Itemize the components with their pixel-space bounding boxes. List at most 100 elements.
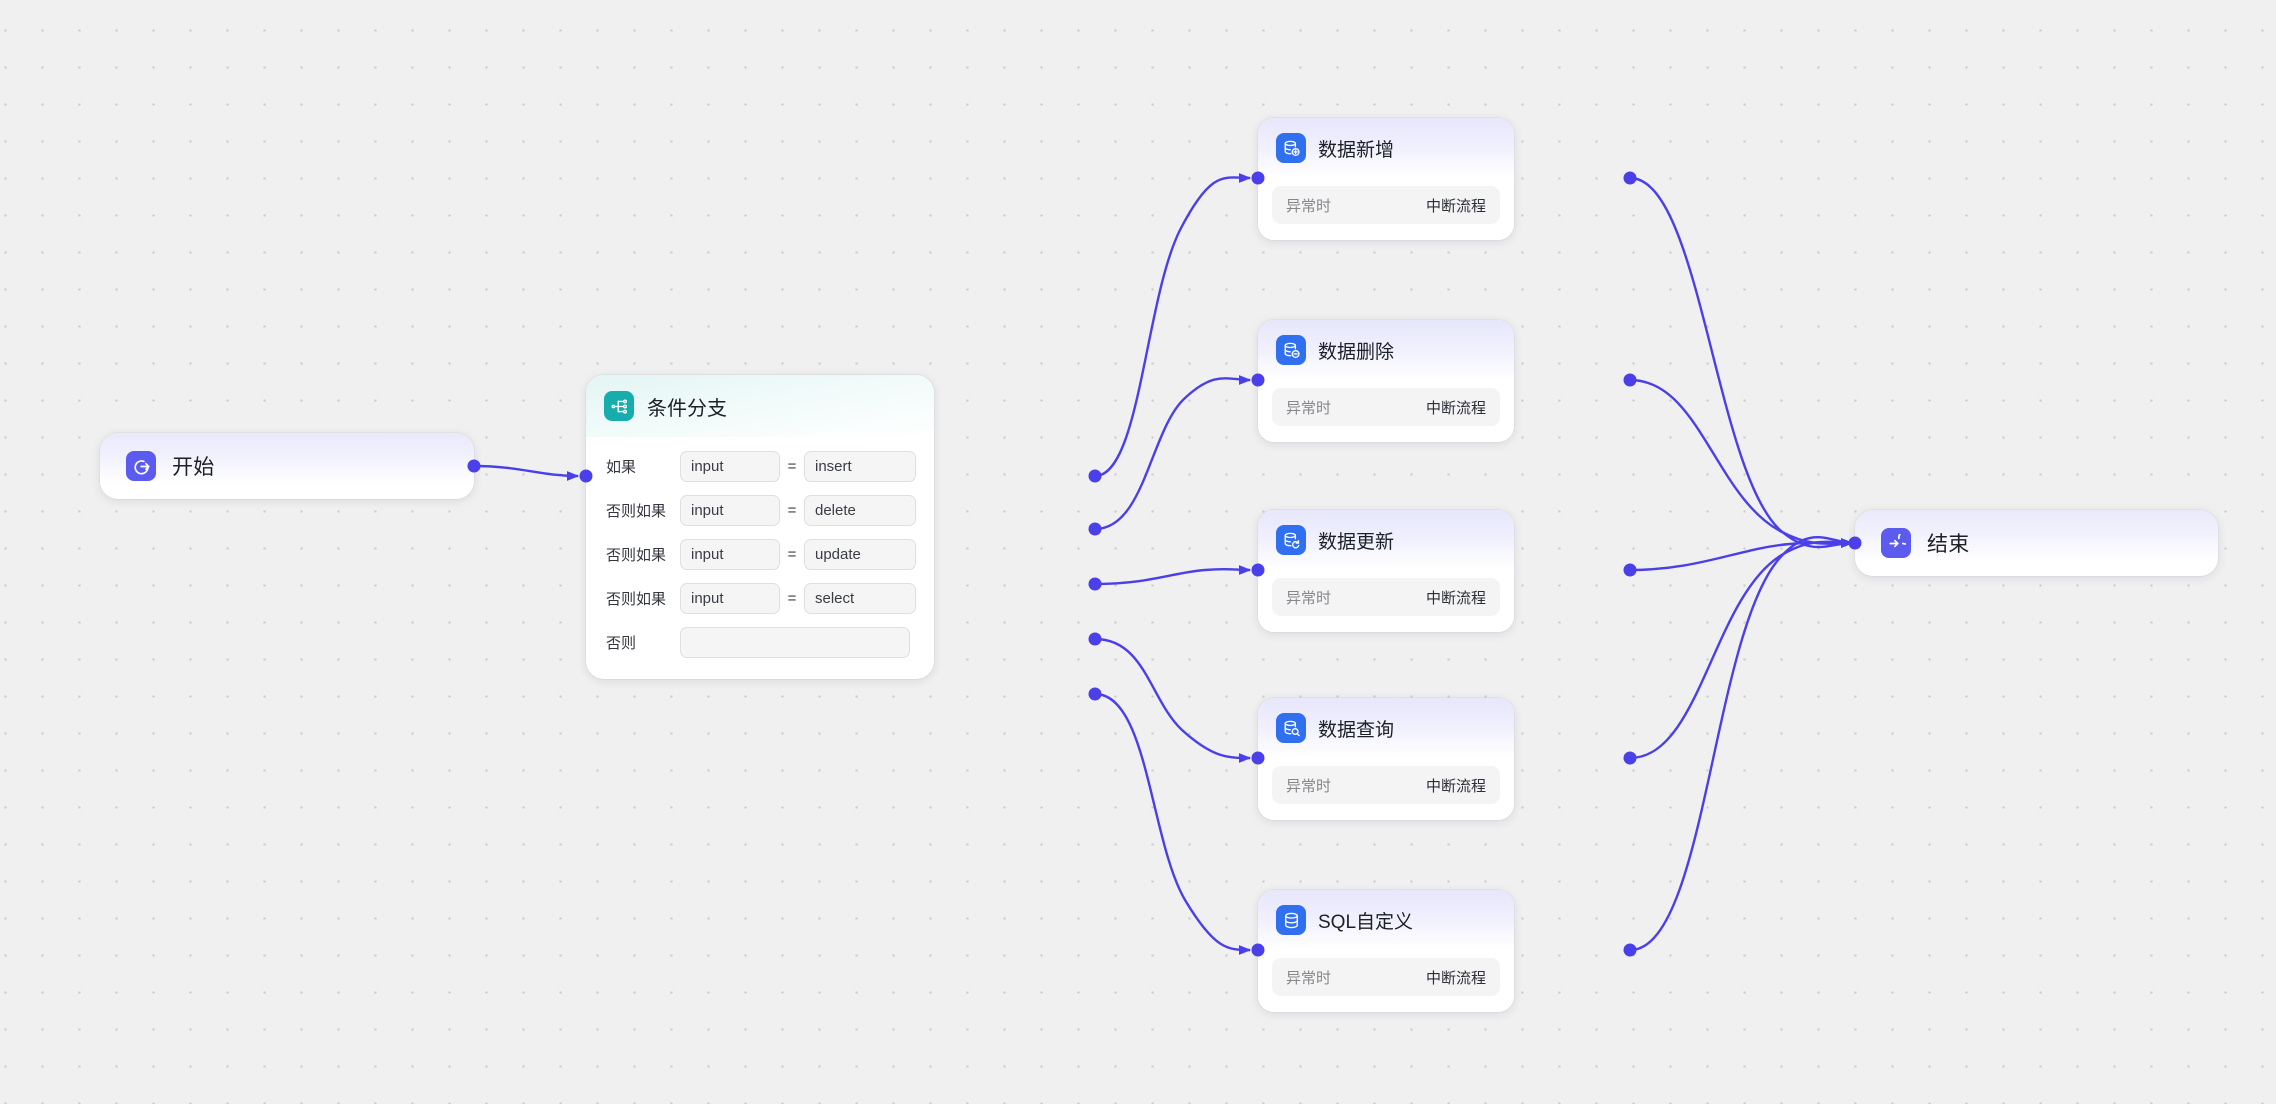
condition-right-input[interactable]: delete [804,494,916,526]
node-title: 数据查询 [1318,719,1395,741]
action-body: 异常时 中断流程 [1258,570,1514,632]
condition-row: 否则 [606,623,914,661]
condition-right-input[interactable]: select [804,582,916,614]
edge-condition-to-select [1094,637,1252,763]
condition-row-label: 如果 [606,458,637,476]
exception-label: 异常时 [1286,197,1332,215]
condition-row: 否则如果 input = select [606,579,916,617]
edge-insert-to-end [1629,176,1854,549]
condition-rows: 如果 input = insert 否则如果 input = delete 否则… [586,437,934,679]
end-flow-icon [1881,528,1911,558]
condition-operator: = [787,501,797,519]
condition-row: 如果 input = insert [606,447,916,485]
condition-left-input[interactable]: input [680,538,780,570]
port-condition-output-1[interactable] [1088,469,1102,483]
condition-row-label: 否则 [606,634,637,652]
condition-row: 否则如果 input = update [606,535,916,573]
port-data-query-input[interactable] [1251,751,1265,765]
exception-label: 异常时 [1286,589,1332,607]
exception-setting-row[interactable]: 异常时 中断流程 [1272,766,1500,804]
edge-start-to-condition [473,464,580,481]
port-sql-custom-input[interactable] [1251,943,1265,957]
action-body: 异常时 中断流程 [1258,950,1514,1012]
exception-setting-row[interactable]: 异常时 中断流程 [1272,388,1500,426]
condition-row: 否则如果 input = delete [606,491,916,529]
exception-setting-row[interactable]: 异常时 中断流程 [1272,186,1500,224]
condition-row-label: 否则如果 [606,590,667,608]
port-data-update-input[interactable] [1251,563,1265,577]
database-add-icon [1276,133,1306,163]
condition-row-label: 否则如果 [606,502,667,520]
port-data-update-output[interactable] [1623,563,1637,577]
condition-else-input[interactable] [680,626,910,658]
edge-delete-to-end [1629,378,1854,548]
condition-operator: = [787,589,797,607]
action-body: 异常时 中断流程 [1258,178,1514,240]
node-sql-custom[interactable]: SQL自定义 异常时 中断流程 [1258,890,1514,1012]
edge-condition-to-update [1094,565,1252,586]
exception-setting-row[interactable]: 异常时 中断流程 [1272,958,1500,996]
node-start[interactable]: 开始 [100,433,474,499]
node-data-insert[interactable]: 数据新增 异常时 中断流程 [1258,118,1514,240]
condition-operator: = [787,545,797,563]
port-condition-output-5[interactable] [1088,687,1102,701]
node-data-delete[interactable]: 数据删除 异常时 中断流程 [1258,320,1514,442]
condition-left-input[interactable]: input [680,582,780,614]
condition-operator: = [787,457,797,475]
condition-left-input[interactable]: input [680,494,780,526]
condition-row-label: 否则如果 [606,546,667,564]
port-condition-output-3[interactable] [1088,577,1102,591]
condition-header: 条件分支 [586,375,934,437]
action-body: 异常时 中断流程 [1258,758,1514,820]
database-icon [1276,905,1306,935]
port-data-query-output[interactable] [1623,751,1637,765]
action-header: 数据查询 [1258,698,1514,758]
exception-label: 异常时 [1286,399,1332,417]
exception-value: 中断流程 [1425,399,1486,417]
port-start-output[interactable] [467,459,481,473]
node-data-update[interactable]: 数据更新 异常时 中断流程 [1258,510,1514,632]
exception-value: 中断流程 [1425,777,1486,795]
edge-select-to-end [1629,538,1854,760]
condition-right-input[interactable]: update [804,538,916,570]
action-body: 异常时 中断流程 [1258,380,1514,442]
port-data-delete-output[interactable] [1623,373,1637,387]
exception-value: 中断流程 [1425,197,1486,215]
node-title: 数据新增 [1318,139,1395,161]
action-header: 数据更新 [1258,510,1514,570]
node-title: SQL自定义 [1318,911,1414,933]
node-title: 数据删除 [1318,341,1395,363]
exception-setting-row[interactable]: 异常时 中断流程 [1272,578,1500,616]
port-condition-input[interactable] [579,469,593,483]
start-flow-icon [126,451,156,481]
node-condition-branch[interactable]: 条件分支 如果 input = insert 否则如果 input = dele… [586,375,934,679]
edge-condition-to-delete [1094,375,1252,531]
edge-condition-to-sql [1094,692,1252,955]
node-end-label: 结束 [1927,533,1970,556]
condition-left-input[interactable]: input [680,450,780,482]
branch-icon [604,391,634,421]
node-condition-label: 条件分支 [647,397,727,420]
exception-label: 异常时 [1286,777,1332,795]
edge-update-to-end [1629,538,1854,572]
action-header: SQL自定义 [1258,890,1514,950]
node-end[interactable]: 结束 [1855,510,2218,576]
edge-condition-to-insert [1094,173,1252,478]
node-start-label: 开始 [172,456,215,479]
condition-right-input[interactable]: insert [804,450,916,482]
action-header: 数据新增 [1258,118,1514,178]
port-data-delete-input[interactable] [1251,373,1265,387]
action-header: 数据删除 [1258,320,1514,380]
database-remove-icon [1276,335,1306,365]
port-data-insert-output[interactable] [1623,171,1637,185]
port-condition-output-2[interactable] [1088,522,1102,536]
node-data-query[interactable]: 数据查询 异常时 中断流程 [1258,698,1514,820]
port-condition-output-4[interactable] [1088,632,1102,646]
edge-sql-to-end [1629,536,1854,952]
database-update-icon [1276,525,1306,555]
port-end-input[interactable] [1848,536,1862,550]
port-data-insert-input[interactable] [1251,171,1265,185]
node-title: 数据更新 [1318,531,1395,553]
port-sql-custom-output[interactable] [1623,943,1637,957]
